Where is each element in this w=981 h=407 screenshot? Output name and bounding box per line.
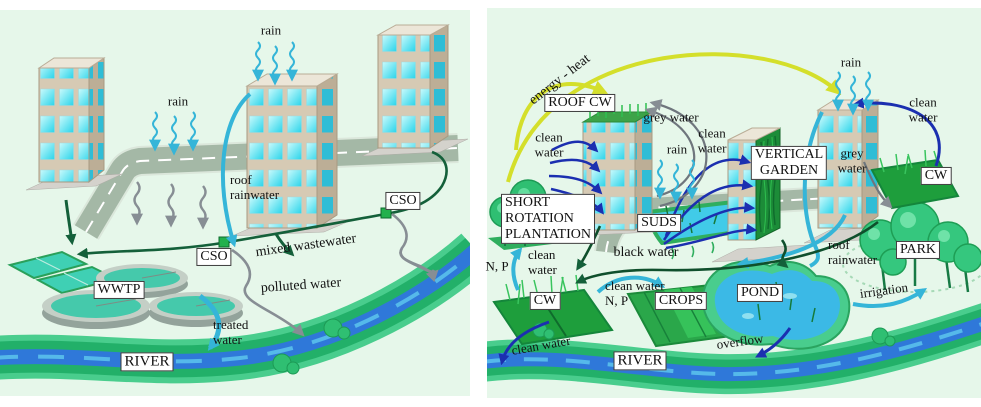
left-panel (0, 10, 470, 396)
sewer-pipes (64, 150, 448, 259)
right-panel (487, 8, 981, 398)
clean-water-to-river-arrow (498, 320, 550, 366)
river-left (0, 233, 470, 384)
treated-water-arrow (198, 293, 222, 351)
cso-outfall-square (380, 207, 392, 219)
river-right (487, 303, 981, 395)
settling-beds (7, 250, 119, 295)
black-water-pipes (575, 220, 879, 284)
clean-water-arrow-right (852, 97, 941, 167)
road-left (73, 133, 459, 240)
cso-outfall-square (218, 236, 230, 248)
building-left-3 (361, 24, 469, 157)
bushes-left (272, 318, 351, 375)
runoff-arrows (135, 182, 439, 337)
overflow-arrow (755, 327, 792, 358)
building-left-1 (25, 57, 123, 191)
roof-rainwater-arrow (220, 92, 252, 248)
building-left-2 (231, 73, 355, 237)
energy-heat-arrows (506, 52, 842, 183)
grey-water-arrows (644, 99, 893, 209)
